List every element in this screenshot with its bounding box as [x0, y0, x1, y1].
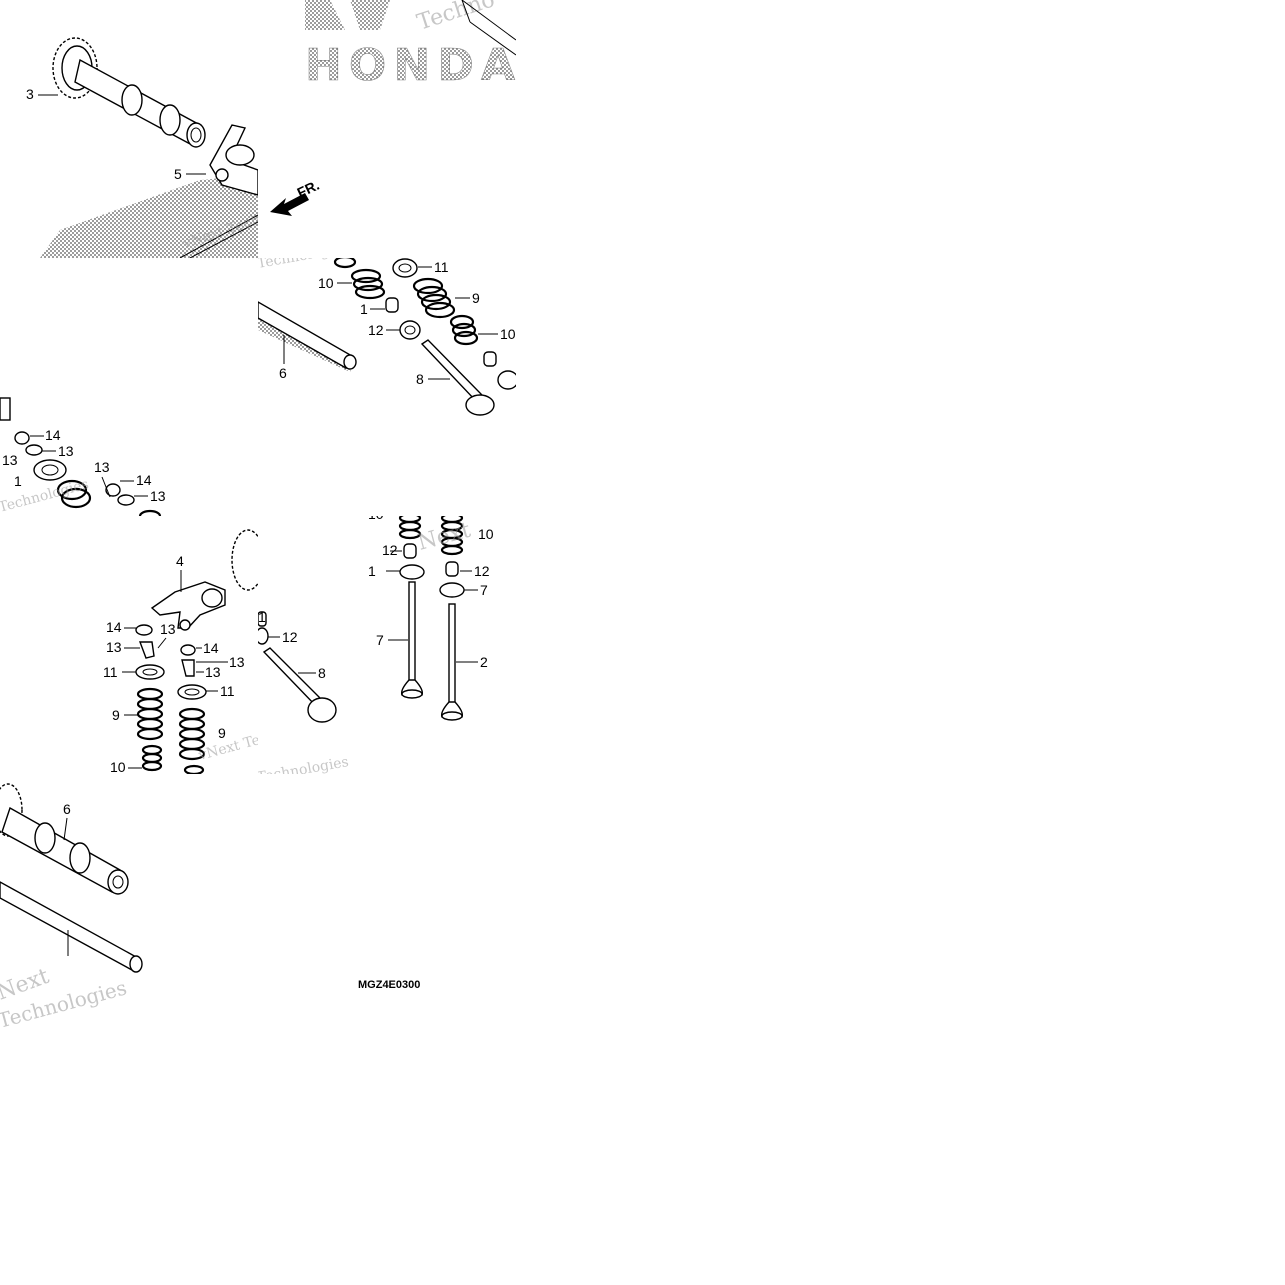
callout-13: 13: [229, 654, 245, 670]
rocker-arm-4: [150, 581, 226, 631]
callout-12: 1: [368, 563, 376, 579]
brand-watermark: HONDA: [305, 40, 515, 91]
tile-brand: HONDA Techno: [305, 0, 516, 91]
valve-seal-1: [385, 297, 399, 313]
diagram-code: MGZ4E0300: [358, 979, 420, 991]
callout-1: 1: [14, 473, 22, 489]
tile-camshaft-2: Next Technologies 6: [0, 783, 143, 1032]
spring-seat-12: [399, 320, 421, 340]
valve-spring-9-right: [178, 707, 206, 761]
watermark: Technologies: [256, 240, 350, 272]
callout-1: 1: [258, 609, 266, 625]
valve-seal-1: [258, 611, 267, 627]
callout-1: 12: [382, 542, 398, 558]
tile-valves: 1 12 8 Technologies: [256, 506, 494, 786]
valve-cap-14: [135, 624, 153, 636]
callout-1: 1: [360, 301, 368, 317]
cotter-13: [25, 444, 43, 456]
watermark: Next: [415, 518, 473, 556]
callout-13: 13: [106, 639, 122, 655]
valve-spring-10-left: [141, 744, 163, 772]
front-direction-label: FR.: [295, 177, 322, 201]
callout-14: 14: [106, 619, 122, 635]
rocker-arm-5: [209, 124, 258, 196]
callout-6: 6: [279, 365, 287, 381]
callout-14: 14: [203, 640, 219, 656]
valve-cap-14: [105, 483, 121, 497]
callout-13: 13: [205, 664, 221, 680]
callout-10: 10: [478, 526, 494, 542]
callout-8: 8: [416, 371, 424, 387]
callout-14: 14: [45, 427, 61, 443]
valve-cap-14: [14, 431, 30, 445]
callout-9: 9: [112, 707, 120, 723]
callout-1: 12: [474, 563, 490, 579]
valve-retainer-11: [392, 258, 418, 278]
intake-valve-8: [262, 647, 337, 723]
callout-10: 10: [318, 275, 334, 291]
callout-7: 2: [480, 654, 488, 670]
callout-9: 9: [218, 725, 226, 741]
watermark: vNext Tec: [196, 730, 270, 764]
callout-12: 12: [368, 322, 384, 338]
valve-spring-10-right: [449, 314, 479, 346]
cotter-13: [181, 659, 195, 677]
exhaust-valve-8: [420, 339, 495, 416]
callout-9: 9: [472, 290, 480, 306]
valve-spring-9-left: [136, 687, 164, 741]
callout-2: 6: [63, 801, 71, 817]
callout-14: 14: [136, 472, 152, 488]
exhaust-valve-7-right: [440, 603, 464, 721]
rocker-shaft-6: [0, 881, 143, 973]
callout-3: 3: [26, 86, 34, 102]
retainer-11: [33, 459, 67, 481]
callout-11: 11: [220, 683, 235, 699]
callout-11: 11: [103, 664, 118, 680]
callout-10: 10: [500, 326, 516, 342]
callout-4: 4: [176, 553, 184, 569]
cotter-13: [117, 494, 135, 506]
valve-seal-1: [403, 543, 417, 559]
valve-spring-10-top-right: [440, 516, 464, 556]
spring-seat-12: [258, 627, 269, 645]
tile-valve-cotters: Technologies 14 13 13 1 13 14 13: [0, 397, 166, 516]
tile-valve-train-upper: Technologies: [256, 240, 516, 416]
tile-rocker-arm-4: vNext Tec 4 14 13 13 14 13 13 11 11 9 9 …: [103, 529, 270, 775]
valve-spring-10-left: [333, 258, 386, 300]
valve-spring-10-top-left: [398, 516, 422, 540]
callout-13: 13: [150, 488, 166, 504]
retainer-11: [135, 664, 165, 680]
spring-seat-12: [399, 564, 425, 580]
callout-12: 12: [282, 629, 298, 645]
camshaft-2: [1, 806, 121, 894]
callout-13: 13: [2, 452, 18, 468]
cotter-13: [138, 641, 155, 659]
tile-camshaft-3: vNext Technologies 3 5: [26, 37, 258, 258]
callout-12: 7: [480, 582, 488, 598]
valve-cap-14: [180, 644, 196, 656]
callout-5: 5: [174, 166, 182, 182]
callout-13: 13: [160, 621, 176, 637]
retainer-11: [177, 684, 207, 700]
callout-13: 13: [58, 443, 74, 459]
callout-13: 13: [94, 459, 110, 475]
valve-spring-9: [412, 277, 456, 319]
callout-8: 8: [318, 665, 326, 681]
watermark: Technologies: [256, 754, 350, 786]
callout-10: 10: [368, 506, 384, 522]
callout-7: 7: [376, 632, 384, 648]
front-direction-arrow: FR.: [270, 177, 322, 216]
callout-10: 10: [110, 759, 126, 775]
callout-11: 11: [434, 259, 449, 275]
cam-sprocket: [231, 529, 258, 591]
valve-seal-1: [445, 561, 459, 577]
exhaust-valve-7-left: [400, 581, 424, 699]
spring-seat-12: [439, 582, 465, 598]
